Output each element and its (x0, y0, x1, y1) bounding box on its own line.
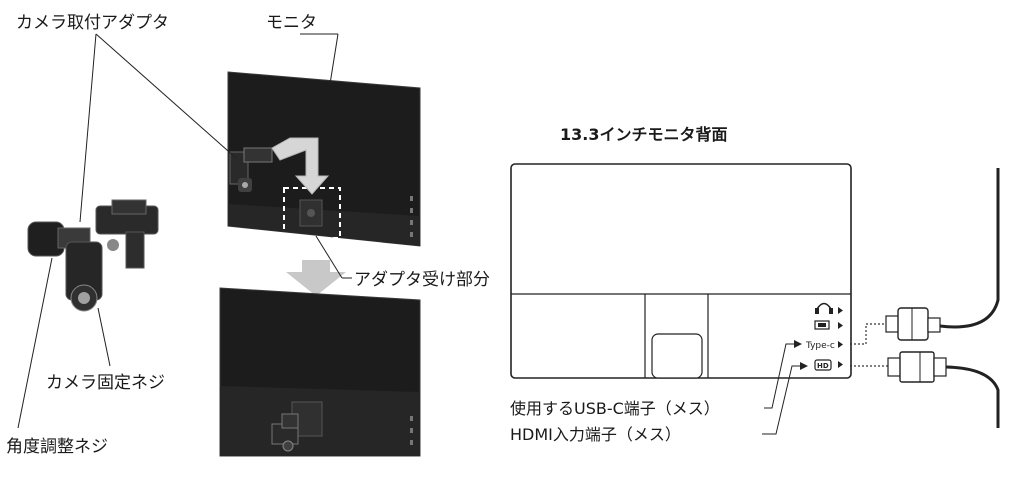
monitor-back-schematic: Type-c HD (510, 163, 852, 379)
label-angle-screw: 角度調整ネジ (6, 437, 108, 457)
label-adapter-mount: アダプタ受け部分 (354, 270, 490, 290)
label-camera-adapter: カメラ取付アダプタ (16, 13, 169, 33)
insert-arrow (271, 137, 330, 195)
monitor-side-buttons (410, 196, 413, 237)
back-title: 13.3インチモニタ背面 (560, 125, 727, 144)
camera-adapter-part (27, 199, 159, 312)
label-camera-lock-screw: カメラ固定ネジ (46, 373, 165, 393)
usbc-arrow-head (794, 340, 802, 348)
leader-lines-left (17, 33, 352, 429)
hd-text: HD (817, 362, 829, 370)
label-monitor: モニタ (266, 13, 317, 33)
battery-icon (814, 320, 843, 330)
monitor-top (227, 71, 421, 247)
typec-text: Type-c (805, 341, 835, 351)
hdmi-icon: HD (814, 359, 843, 371)
small-camera-adapter (229, 147, 273, 192)
down-arrow (286, 260, 346, 296)
typec-port-label: Type-c (805, 341, 843, 351)
port-leader-lines (762, 343, 802, 435)
hdmi-cable (887, 351, 1000, 428)
label-hdmi-port: HDMI入力端子（メス） (510, 425, 681, 444)
hdmi-arrow-head (800, 362, 808, 370)
attached-adapter (271, 413, 299, 452)
usbc-cable (885, 168, 1000, 341)
label-usbc-port: 使用するUSB-C端子（メス） (510, 399, 720, 418)
headphone-icon (815, 302, 843, 314)
monitor-bottom (219, 287, 421, 457)
dotted-connections (850, 323, 888, 367)
